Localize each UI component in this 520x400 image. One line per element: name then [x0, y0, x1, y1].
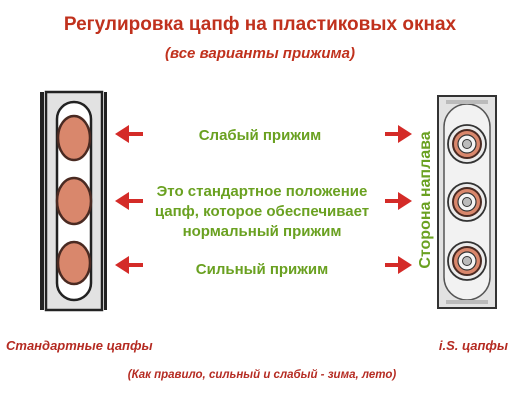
- arrow-right-icon: [385, 192, 412, 210]
- arrow-left-icon: [115, 256, 143, 274]
- arrow-left-icon: [115, 192, 143, 210]
- diagram-title: Регулировка цапф на пластиковых окнах: [64, 14, 457, 35]
- standard-position-label-line2: цапф, которое обеспечивает: [155, 203, 369, 220]
- oval-cam-icon: [55, 176, 93, 226]
- oval-cam-icon: [56, 240, 92, 286]
- standard-trunnions-caption: Стандартные цапфы: [6, 338, 153, 353]
- standard-position-label-line3: нормальный прижим: [183, 223, 342, 240]
- strong-pressure-label: Сильный прижим: [196, 261, 328, 278]
- round-cam-icon: [447, 124, 487, 164]
- seasonal-note: (Как правило, сильный и слабый - зима, л…: [128, 369, 397, 381]
- round-cam-icon: [447, 182, 487, 222]
- round-cam-icon: [447, 241, 487, 281]
- oval-cam-icon: [56, 114, 92, 162]
- arrow-right-icon: [385, 256, 412, 274]
- diagram-subtitle: (все варианты прижима): [165, 45, 355, 62]
- arrow-left-icon: [115, 125, 143, 143]
- is-trunnions-caption: i.S. цапфы: [439, 338, 508, 353]
- weak-pressure-label: Слабый прижим: [199, 127, 322, 144]
- arrow-right-icon: [385, 125, 412, 143]
- standard-position-label-line1: Это стандартное положение: [157, 183, 368, 200]
- sash-side-label: Сторона наплава: [417, 131, 434, 268]
